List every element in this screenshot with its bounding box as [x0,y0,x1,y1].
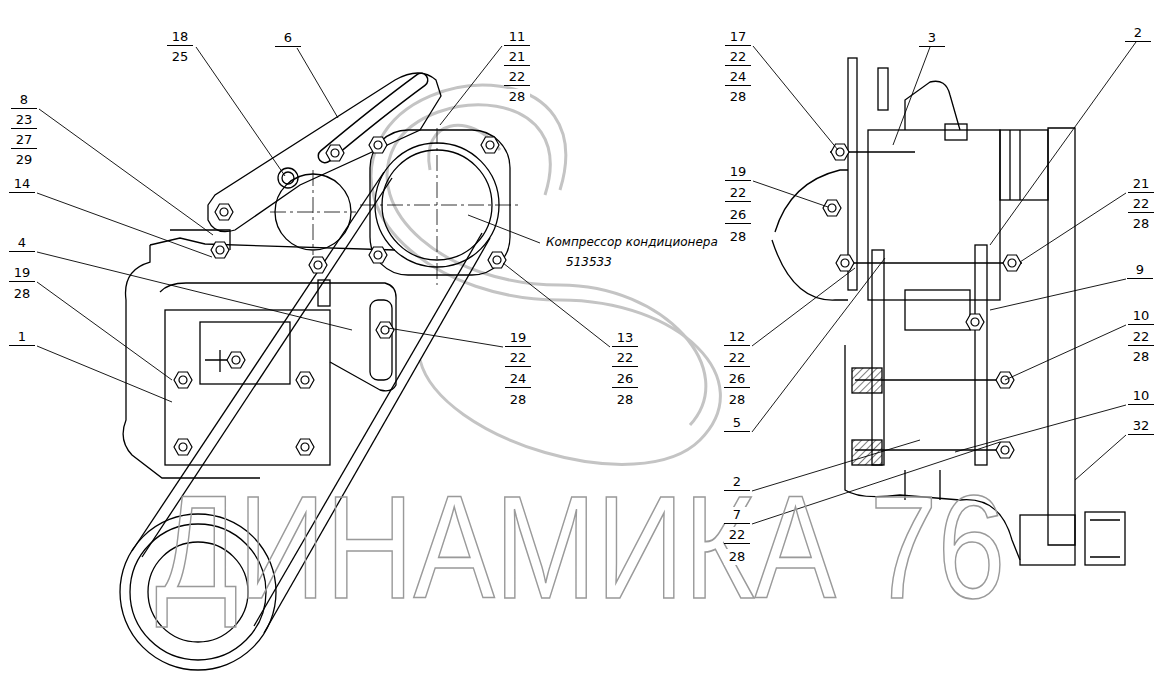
callout-number: 26 [612,371,638,388]
callout-number: 6 [275,30,301,47]
callout-number: 21 [1128,176,1154,193]
callout-number: 24 [725,69,751,86]
callout-number: 28 [725,229,751,245]
callout-number: 27 [11,132,37,149]
callout-number: 7 [724,507,750,524]
bolt-heads [823,144,1021,458]
callout-number: 28 [724,549,750,565]
callout-number: 26 [724,371,750,388]
callout-number: 2 [724,474,750,491]
callout-number: 28 [725,89,751,105]
part-label: 513533 [565,254,613,270]
callout-number: 3 [919,30,945,47]
callout-number: 19 [9,265,35,282]
callout-number: 28 [9,286,35,302]
callout-number: 28 [1128,349,1154,365]
callout-number: 26 [725,207,751,224]
callout-number: 12 [724,329,750,346]
callout-number: 1 [9,329,35,346]
callout-number: 17 [725,29,751,46]
callout-number: 2 [1125,25,1151,42]
callout-number: 21 [504,49,530,66]
callout-number: 22 [1128,329,1154,346]
callout-number: 5 [724,415,750,432]
callout-number: 22 [724,350,750,367]
callout-number: 25 [167,49,193,65]
callout-number: 22 [612,350,638,367]
part-label: Компрессор кондиционера [545,234,719,250]
callout-number: 9 [1127,262,1153,279]
callout-number: 32 [1128,418,1154,435]
callout-number: 11 [504,29,530,46]
callout-number: 28 [724,392,750,408]
callout-number: 19 [505,330,531,347]
callout-number: 13 [612,330,638,347]
callout-number: 14 [9,176,35,193]
callout-number: 4 [9,235,35,252]
callout-number: 22 [504,69,530,86]
callout-number: 22 [725,49,751,66]
callout-number: 23 [11,112,37,129]
callout-number: 22 [505,350,531,367]
callout-number: 24 [505,371,531,388]
callout-number: 22 [1128,196,1154,213]
callout-number: 22 [724,527,750,544]
callout-number: 29 [11,152,37,168]
bolt-heads [174,137,506,455]
callout-number: 10 [1128,308,1154,325]
callout-number: 8 [11,92,37,109]
callout-number: 28 [504,89,530,105]
callout-number: 19 [725,164,751,181]
watermark: ДИНАМИКА 76 [155,475,1005,622]
callout-number: 28 [612,392,638,408]
callout-number: 28 [1128,216,1154,232]
callout-number: 10 [1128,388,1154,405]
callout-number: 28 [505,392,531,408]
callout-number: 18 [167,29,193,46]
leader-lines [37,42,1136,524]
callout-number: 22 [725,185,751,202]
